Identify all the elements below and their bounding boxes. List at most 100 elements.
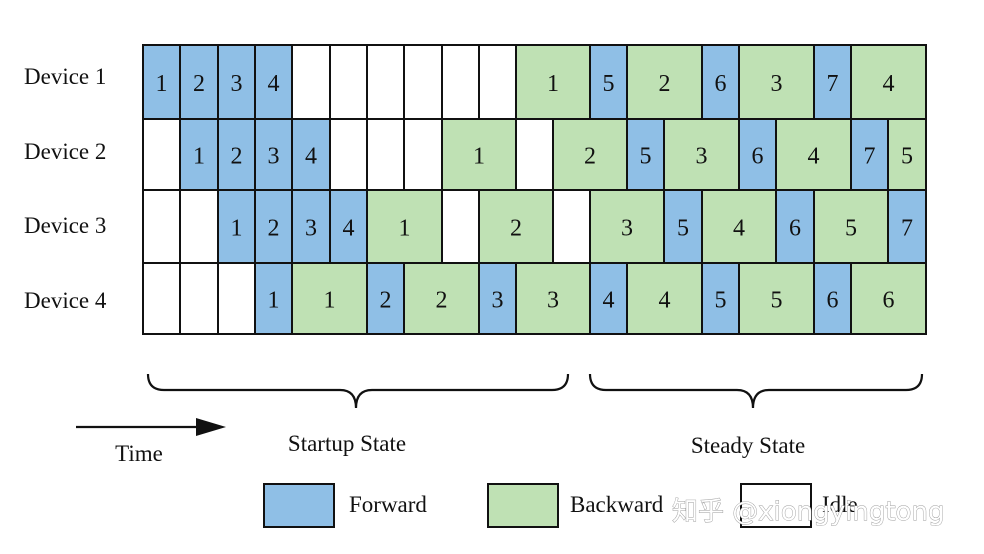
legend-idle-swatch <box>740 483 812 528</box>
forward-cell <box>813 262 852 335</box>
forward-cell <box>254 118 293 191</box>
micro-batch-number: 4 <box>659 288 671 314</box>
backward-cell <box>366 189 443 264</box>
micro-batch-number: 1 <box>399 216 411 242</box>
forward-cell <box>589 44 628 120</box>
idle-cell <box>179 189 219 264</box>
micro-batch-number: 6 <box>827 288 839 314</box>
watermark: 知乎 @xiongyingtong <box>672 497 944 527</box>
idle-cell <box>142 189 181 264</box>
forward-cell <box>478 262 517 335</box>
idle-cell <box>329 44 368 120</box>
backward-cell <box>441 118 517 191</box>
legend-forward-swatch <box>263 483 335 528</box>
micro-batch-number: 2 <box>584 144 596 170</box>
backward-cell <box>850 44 927 120</box>
micro-batch-number: 2 <box>659 71 671 97</box>
legend-forward-label: Forward <box>349 492 427 517</box>
micro-batch-number: 4 <box>808 144 820 170</box>
device-label: Device 1 <box>24 64 106 89</box>
micro-batch-number: 2 <box>380 288 392 314</box>
startup-brace <box>146 373 570 409</box>
micro-batch-number: 6 <box>789 216 801 242</box>
backward-cell <box>552 118 628 191</box>
micro-batch-number: 4 <box>883 71 895 97</box>
micro-batch-number: 6 <box>883 288 895 314</box>
micro-batch-number: 3 <box>305 216 317 242</box>
legend-backward-label: Backward <box>570 492 664 517</box>
idle-cell <box>403 44 443 120</box>
idle-cell <box>366 118 405 191</box>
micro-batch-number: 4 <box>603 288 615 314</box>
forward-cell <box>589 262 628 335</box>
micro-batch-number: 7 <box>864 144 876 170</box>
micro-batch-number: 4 <box>268 71 280 97</box>
micro-batch-number: 3 <box>696 144 708 170</box>
legend-backward-swatch <box>487 483 559 528</box>
idle-cell <box>329 118 368 191</box>
backward-cell <box>663 118 740 191</box>
micro-batch-number: 5 <box>677 216 689 242</box>
micro-batch-number: 3 <box>268 144 280 170</box>
forward-cell <box>813 44 852 120</box>
idle-cell <box>441 189 480 264</box>
idle-cell <box>179 262 219 335</box>
micro-batch-number: 5 <box>603 71 615 97</box>
idle-cell <box>441 44 480 120</box>
micro-batch-number: 5 <box>715 288 727 314</box>
micro-batch-number: 4 <box>305 144 317 170</box>
micro-batch-number: 1 <box>156 71 168 97</box>
idle-cell <box>478 44 517 120</box>
device-label: Device 4 <box>24 288 107 313</box>
forward-cell <box>850 118 889 191</box>
idle-cell <box>142 118 181 191</box>
micro-batch-number: 3 <box>231 71 243 97</box>
steady-brace <box>588 373 924 409</box>
micro-batch-number: 6 <box>715 71 727 97</box>
idle-cell <box>217 262 256 335</box>
startup-state-label: Startup State <box>288 431 406 456</box>
micro-batch-number: 3 <box>547 288 559 314</box>
micro-batch-number: 5 <box>771 288 783 314</box>
device-label: Device 2 <box>24 139 106 164</box>
idle-cell <box>403 118 443 191</box>
backward-cell <box>887 118 927 191</box>
backward-cell <box>515 262 591 335</box>
forward-cell <box>179 118 219 191</box>
micro-batch-number: 3 <box>492 288 504 314</box>
micro-batch-number: 2 <box>510 216 522 242</box>
backward-cell <box>738 262 815 335</box>
idle-cell <box>552 189 591 264</box>
micro-batch-number: 1 <box>268 288 280 314</box>
idle-cell <box>515 118 554 191</box>
micro-batch-number: 4 <box>733 216 745 242</box>
idle-cell <box>291 44 331 120</box>
forward-cell <box>329 189 368 264</box>
micro-batch-number: 6 <box>752 144 764 170</box>
legend: Forward Backward Idle <box>263 483 858 528</box>
micro-batch-number: 3 <box>771 71 783 97</box>
micro-batch-number: 4 <box>343 216 355 242</box>
micro-batch-number: 1 <box>193 144 205 170</box>
micro-batch-number: 2 <box>436 288 448 314</box>
backward-cell <box>478 189 554 264</box>
forward-cell <box>701 44 740 120</box>
forward-cell <box>738 118 777 191</box>
time-label: Time <box>115 441 163 466</box>
backward-cell <box>850 262 927 335</box>
forward-cell <box>663 189 703 264</box>
micro-batch-number: 5 <box>845 216 857 242</box>
forward-cell <box>366 262 405 335</box>
backward-cell <box>291 262 368 335</box>
micro-batch-number: 3 <box>621 216 633 242</box>
legend-idle-label: Idle <box>822 492 858 517</box>
micro-batch-number: 5 <box>640 144 652 170</box>
steady-state-label: Steady State <box>691 433 805 458</box>
backward-cell <box>775 118 852 191</box>
